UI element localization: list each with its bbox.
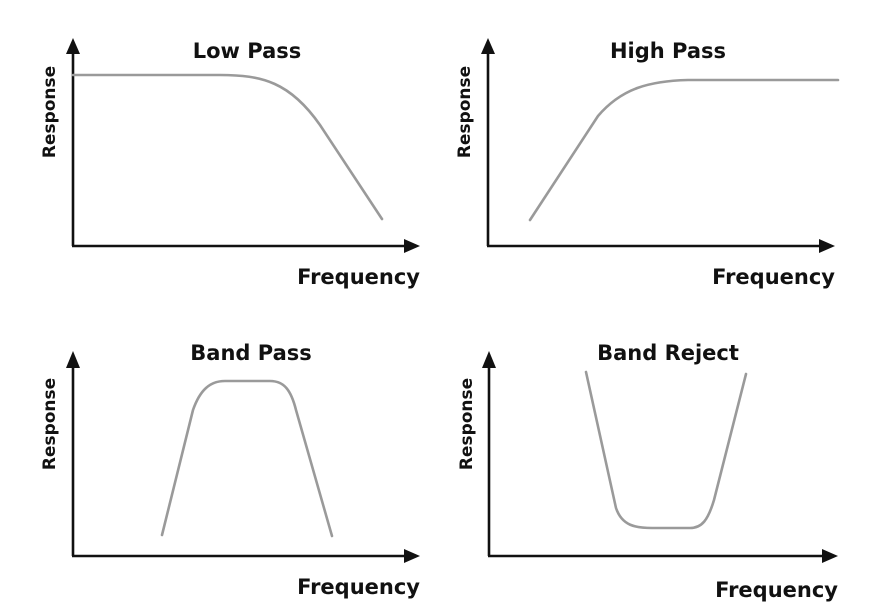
- x-axis-label: Frequency: [297, 265, 420, 289]
- panel-high-pass: High Pass Frequency Response: [455, 38, 840, 289]
- low-pass-curve: [71, 73, 384, 221]
- x-axis-label: Frequency: [297, 575, 420, 599]
- x-axis-label: Frequency: [712, 265, 835, 289]
- panel-title: Band Reject: [597, 341, 739, 365]
- x-axis-arrow: [819, 239, 835, 253]
- panel-title: Band Pass: [190, 341, 311, 365]
- panel-band-reject: Band Reject Frequency Response: [457, 341, 838, 602]
- x-axis-arrow: [404, 239, 420, 253]
- y-axis-arrow: [482, 351, 496, 368]
- band-pass-curve: [160, 379, 334, 538]
- x-axis-arrow: [822, 549, 838, 563]
- panel-title: High Pass: [610, 39, 726, 63]
- panel-title: Low Pass: [193, 39, 302, 63]
- y-axis-label: Response: [455, 66, 475, 158]
- band-reject-curve: [584, 370, 748, 530]
- y-axis-arrow: [66, 351, 80, 368]
- y-axis-label: Response: [40, 66, 60, 158]
- x-axis-arrow: [404, 549, 420, 563]
- y-axis-label: Response: [457, 378, 477, 470]
- y-axis-arrow: [481, 38, 495, 54]
- y-axis-label: Response: [40, 378, 60, 470]
- x-axis-label: Frequency: [715, 578, 838, 602]
- high-pass-curve: [528, 78, 840, 222]
- panel-band-pass: Band Pass Frequency Response: [40, 341, 420, 599]
- y-axis-arrow: [66, 38, 80, 54]
- panel-low-pass: Low Pass Frequency Response: [40, 38, 420, 289]
